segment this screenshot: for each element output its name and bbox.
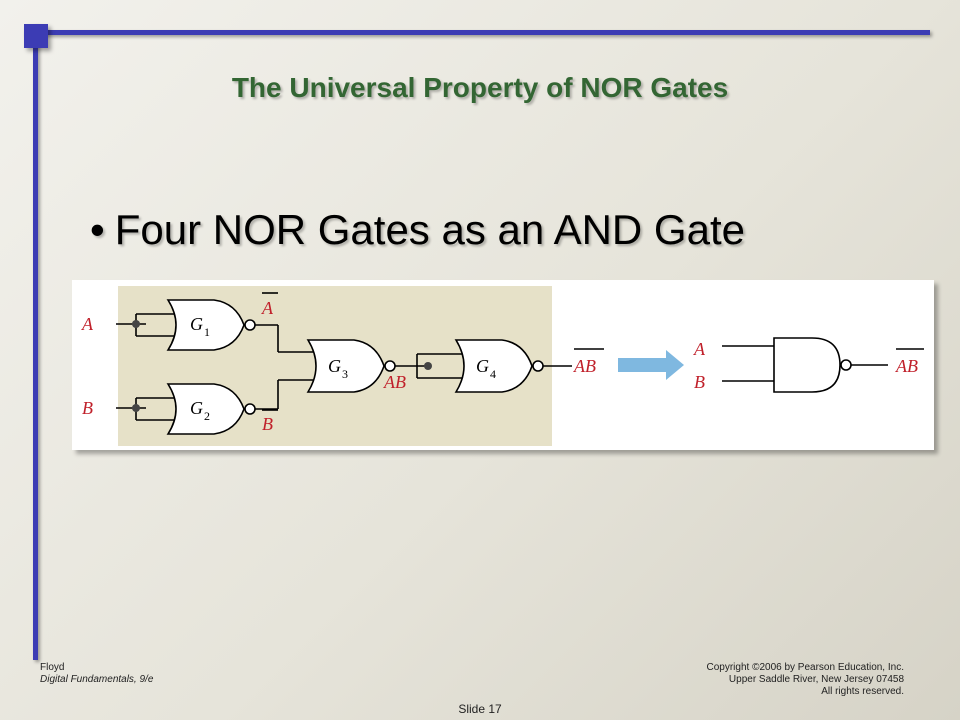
bullet-text: Four NOR Gates as an AND Gate — [114, 206, 745, 253]
bullet-item: •Four NOR Gates as an AND Gate — [90, 206, 745, 254]
footer-copyright: Copyright ©2006 by Pearson Education, In… — [706, 662, 905, 673]
circuit-svg: A B A B AB AB A B AB G G G G 1 2 3 4 — [81, 286, 924, 446]
g3-label: G — [328, 356, 341, 376]
equiv-a-label: A — [693, 339, 706, 359]
input-b-label: B — [82, 398, 93, 418]
footer-address: Upper Saddle River, New Jersey 07458 — [728, 674, 904, 685]
b-bar-label: B — [262, 414, 273, 434]
footer-author: Floyd — [40, 662, 65, 673]
ab-mid-label: AB — [383, 372, 406, 392]
equiv-out-label: AB — [895, 356, 918, 376]
footer-right: Copyright ©2006 by Pearson Education, In… — [707, 662, 905, 698]
g2-label: G — [190, 398, 203, 418]
footer-book: Digital Fundamentals, 9/e — [40, 674, 154, 685]
equiv-b-label: B — [694, 372, 705, 392]
slide-title: The Universal Property of NOR Gates — [231, 72, 729, 103]
g2-subscript: 2 — [204, 409, 210, 423]
ab-out-label: AB — [573, 356, 596, 376]
transform-arrow — [618, 350, 684, 380]
bullet-symbol: • — [90, 206, 105, 253]
slide-number: Slide 17 — [458, 702, 502, 716]
frame-vertical-line — [33, 24, 38, 660]
g4-label: G — [476, 356, 489, 376]
input-a-label: A — [81, 314, 94, 334]
frame-horizontal-line — [24, 30, 930, 35]
frame-corner-square — [24, 24, 48, 48]
g3-subscript: 3 — [342, 367, 348, 381]
a-bar-label: A — [261, 298, 274, 318]
footer-rights: All rights reserved. — [821, 686, 904, 697]
g1-subscript: 1 — [204, 325, 210, 339]
nor-and-diagram: A B A B AB AB A B AB G G G G 1 2 3 4 — [72, 280, 934, 450]
g1-label: G — [190, 314, 203, 334]
g4-subscript: 4 — [490, 367, 496, 381]
footer-left: Floyd Digital Fundamentals, 9/e — [40, 662, 153, 686]
